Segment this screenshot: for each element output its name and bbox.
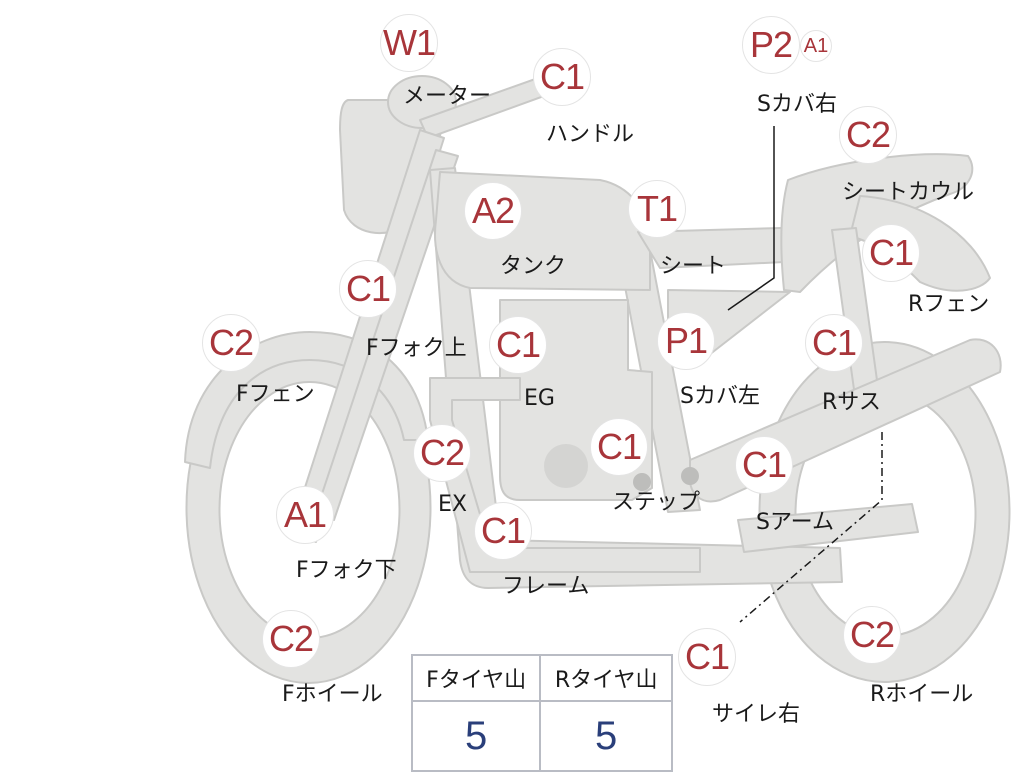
rear-tire-header: Rタイヤ山	[539, 654, 673, 702]
grade-badge-seat-cowl: C2	[839, 106, 897, 164]
grade-badge-engine: C1	[489, 316, 547, 374]
grade-badge-seat: T1	[628, 180, 686, 238]
part-label-handle: ハンドル	[546, 122, 635, 147]
grade-badge-f-fork-upper: C1	[339, 260, 397, 318]
part-label-r-fender: Rフェン	[908, 292, 990, 317]
engine-cover-shape	[544, 444, 588, 488]
grade-badge-muffler-right: C1	[678, 628, 736, 686]
part-label-exhaust: EX	[438, 492, 467, 517]
leader-line-muffler-right	[739, 432, 883, 623]
part-label-s-cover-right: Sカバ右	[757, 92, 837, 117]
part-label-step: ステップ	[612, 490, 701, 515]
part-label-seat: シート	[660, 254, 727, 279]
grade-badge-r-fender: C1	[862, 224, 920, 282]
extra-grade-badge-s-cover-right: A1	[800, 30, 832, 62]
part-label-f-wheel: Fホイール	[282, 682, 383, 707]
grade-badge-tank: A2	[464, 182, 522, 240]
part-label-s-cover-left: Sカバ左	[680, 384, 760, 409]
part-label-r-suspension: Rサス	[822, 390, 881, 415]
grade-badge-f-wheel: C2	[262, 610, 320, 668]
part-label-engine: EG	[524, 386, 555, 411]
tire-tread-table: Fタイヤ山 Rタイヤ山 5 5	[410, 654, 673, 772]
part-label-muffler-right: サイレ右	[712, 702, 801, 727]
step-peg-shape	[633, 473, 651, 491]
grade-badge-step: C1	[590, 418, 648, 476]
grade-badge-s-cover-left: P1	[657, 312, 715, 370]
front-tire-value: 5	[410, 700, 542, 772]
grade-badge-f-fender: C2	[202, 314, 260, 372]
part-label-meter: メーター	[403, 84, 492, 109]
grade-badge-exhaust: C2	[413, 424, 471, 482]
part-label-f-fork-upper: Fフォク上	[366, 336, 467, 361]
part-label-swing-arm: Sアーム	[756, 510, 834, 535]
grade-badge-s-cover-right: P2	[742, 16, 800, 74]
grade-badge-r-suspension: C1	[805, 314, 863, 372]
part-label-tank: タンク	[500, 254, 567, 279]
front-fork-shape	[289, 129, 445, 543]
rear-tire-value: 5	[539, 700, 673, 772]
grade-badge-handle: C1	[533, 48, 591, 106]
grade-badge-swing-arm: C1	[735, 436, 793, 494]
grade-badge-f-fork-lower: A1	[276, 486, 334, 544]
part-label-r-wheel: Rホイール	[870, 682, 974, 707]
leader-line-s-cover-right	[727, 126, 775, 311]
part-label-f-fender: Fフェン	[236, 382, 315, 407]
grade-badge-frame: C1	[474, 502, 532, 560]
front-tire-header: Fタイヤ山	[410, 654, 542, 702]
grade-badge-r-wheel: C2	[843, 606, 901, 664]
part-label-seat-cowl: シートカウル	[842, 180, 975, 205]
grade-badge-meter: W1	[380, 14, 438, 72]
part-label-f-fork-lower: Fフォク下	[296, 558, 397, 583]
part-label-frame: フレーム	[502, 574, 590, 599]
